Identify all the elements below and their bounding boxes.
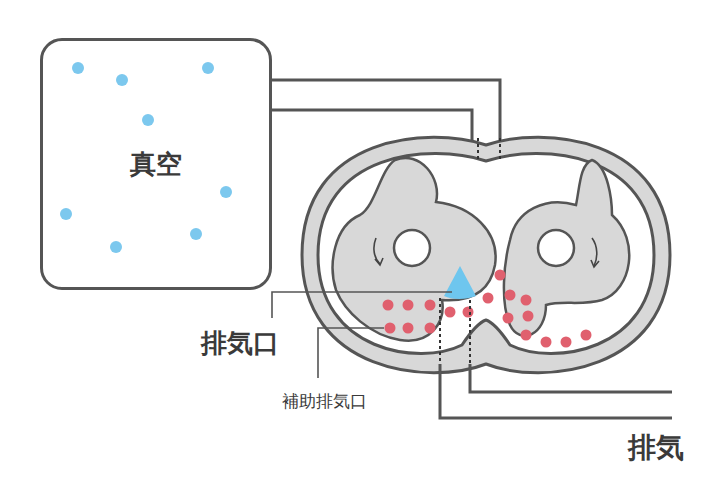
inlet-pipe [272,80,500,140]
gas-molecules [60,62,232,253]
inlet-port [478,138,500,162]
vacuum-chamber: 真空 [40,38,272,290]
chamber-fill [41,39,271,289]
exhaust-port [440,298,470,364]
pump-casing [302,137,670,372]
part-label: 排気 [628,429,684,467]
left-rotor [333,158,496,341]
rotation-arrow [374,238,599,267]
rotor-shaft [394,230,430,266]
leader-line [272,292,452,378]
right-rotor [504,160,629,336]
chamber-label: 真空 [130,147,182,182]
exhaust-gas [383,270,592,348]
exhaust-pipe [440,364,672,418]
compressed-gas [444,266,476,299]
part-label: 排気口 [201,326,279,361]
pump-chamber [318,154,654,354]
rotor-shaft [538,230,574,266]
part-label: 補助排気口 [282,390,367,413]
